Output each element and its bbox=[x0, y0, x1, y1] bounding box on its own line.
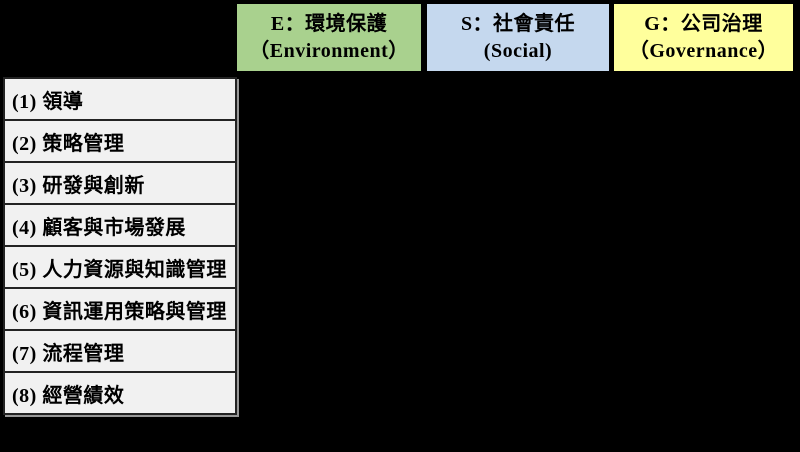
row-header-4-label: (4) 顧客與市場發展 bbox=[12, 216, 186, 239]
row-header-3-label: (3) 研發與創新 bbox=[12, 174, 145, 197]
row-header-3: (3) 研發與創新 bbox=[5, 163, 235, 205]
row-header-5: (5) 人力資源與知識管理 bbox=[5, 247, 235, 289]
row-header-8-label: (8) 經營績效 bbox=[12, 384, 125, 407]
row-header-7: (7) 流程管理 bbox=[5, 331, 235, 373]
column-header-environment: E：環境保護 （Environment） bbox=[237, 4, 421, 71]
column-header-governance: G：公司治理 （Governance） bbox=[614, 4, 793, 71]
row-header-1-label: (1) 領導 bbox=[12, 90, 84, 113]
row-header-6-label: (6) 資訊運用策略與管理 bbox=[12, 300, 227, 323]
column-header-social-line1: S：社會責任 bbox=[460, 12, 576, 35]
column-header-environment-line1: E：環境保護 bbox=[270, 12, 388, 35]
row-header-2: (2) 策略管理 bbox=[5, 121, 235, 163]
column-header-social-line2: (Social) bbox=[483, 39, 553, 62]
row-header-7-label: (7) 流程管理 bbox=[12, 342, 125, 365]
column-header-governance-line2: （Governance） bbox=[628, 39, 779, 62]
column-header-governance-line1: G：公司治理 bbox=[644, 12, 763, 35]
row-header-5-label: (5) 人力資源與知識管理 bbox=[12, 258, 227, 281]
column-header-social: S：社會責任 (Social) bbox=[427, 4, 609, 71]
row-header-8: (8) 經營績效 bbox=[5, 373, 235, 413]
row-header-2-label: (2) 策略管理 bbox=[12, 132, 125, 155]
row-header-1: (1) 領導 bbox=[5, 79, 235, 121]
row-header-4: (4) 顧客與市場發展 bbox=[5, 205, 235, 247]
column-header-environment-line2: （Environment） bbox=[249, 39, 409, 62]
row-header-column: (1) 領導 (2) 策略管理 (3) 研發與創新 (4) 顧客與市場發展 (5… bbox=[3, 77, 237, 415]
row-header-6: (6) 資訊運用策略與管理 bbox=[5, 289, 235, 331]
